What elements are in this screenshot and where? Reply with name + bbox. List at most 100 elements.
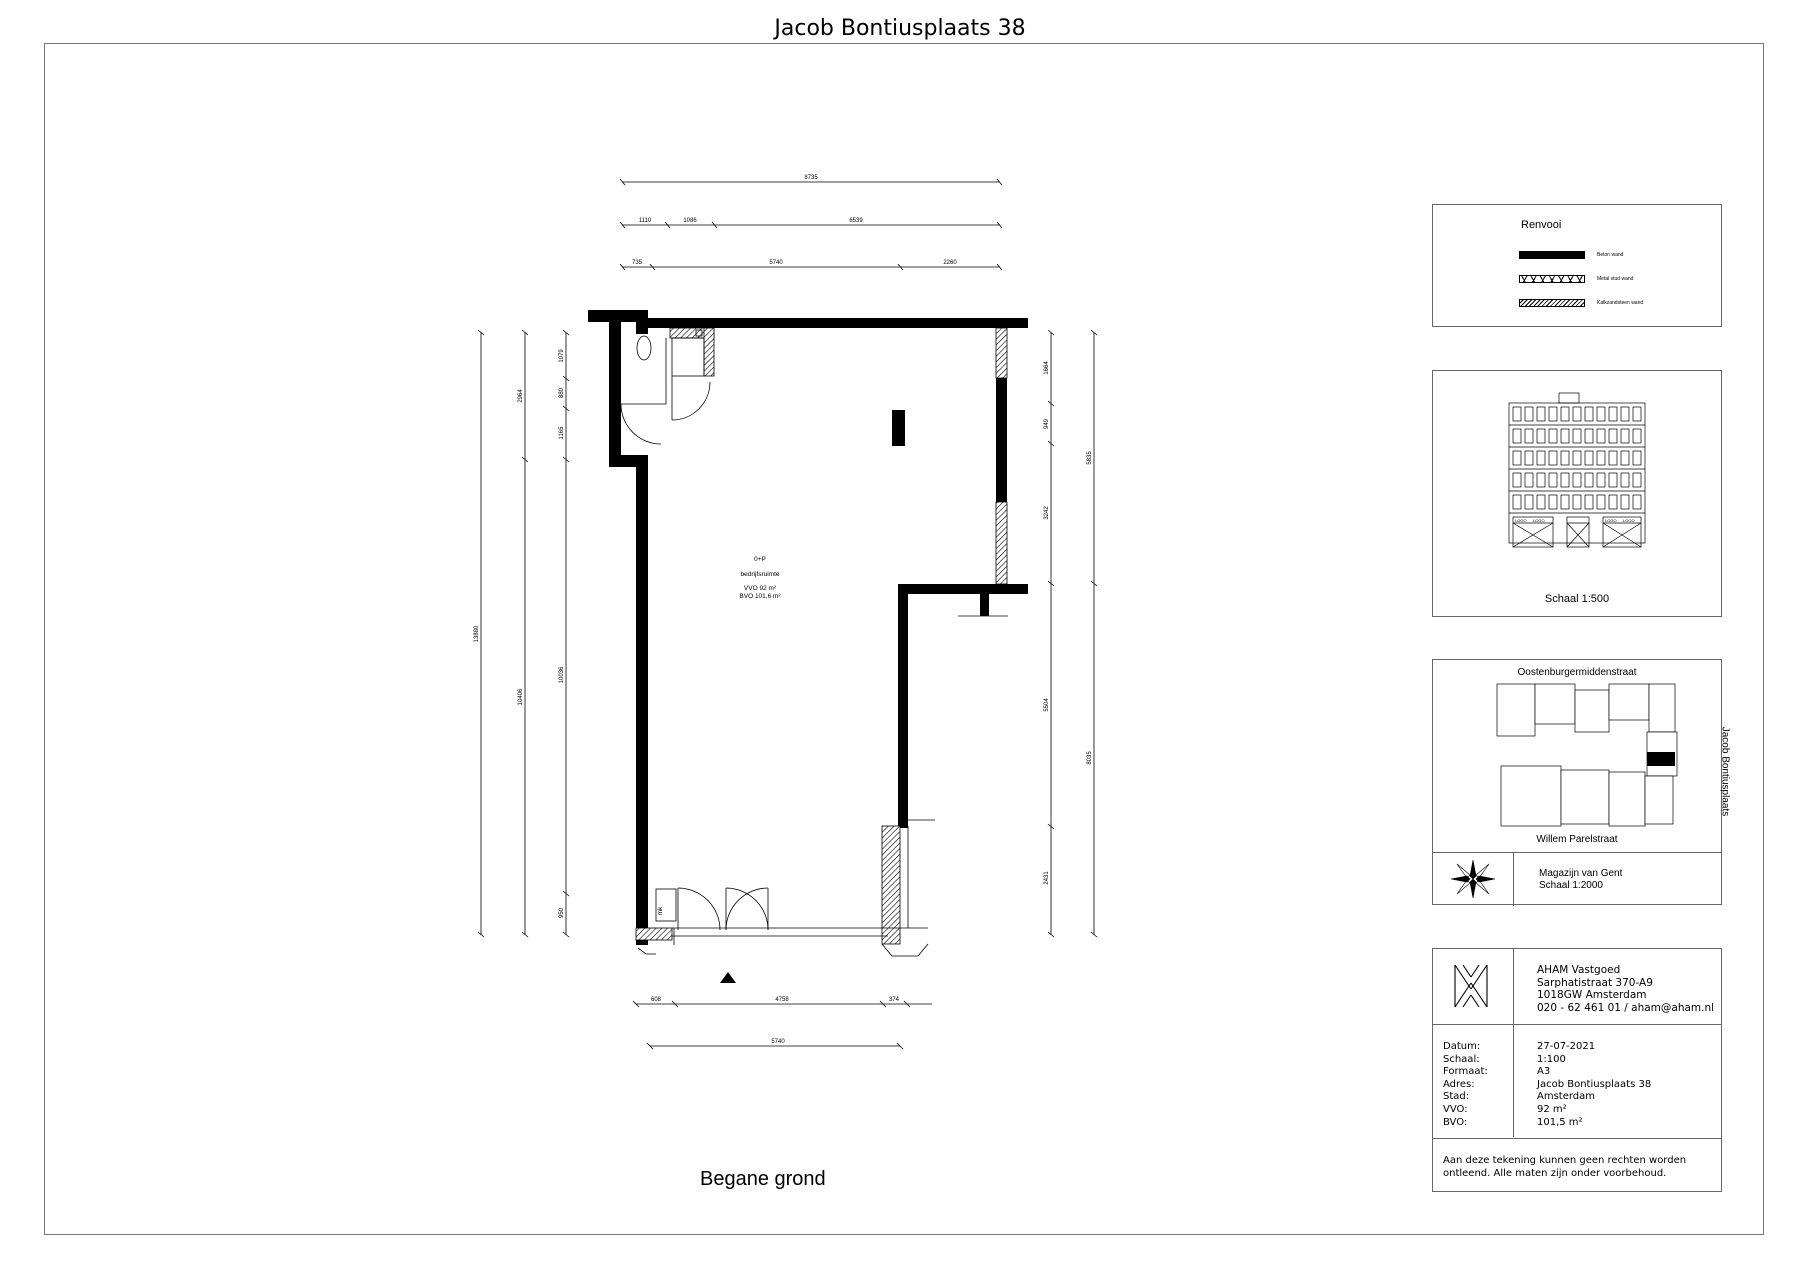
facade-window [1620,494,1630,510]
facade-window [1548,472,1558,488]
dim-left-d: 1165 [559,426,565,440]
legend-panel: Renvooi Beton wand Metal stud wand Kalkz… [1432,204,1722,327]
room-bvo: BVO 101,6 m² [739,593,781,600]
facade-window [1584,428,1594,444]
facade-window [1536,472,1546,488]
facade-door-line [1512,522,1554,548]
facade-window [1548,494,1558,510]
dim-top-f: 2260 [943,260,957,266]
dim-left-b: 1079 [559,349,565,363]
dim-left-e: 10406 [518,688,524,705]
dim-top-b: 1086 [683,218,697,224]
room-vvo: VVO 92 m² [744,585,777,592]
facade-window [1524,450,1534,466]
facade-sign-text: LOGO [1623,518,1635,523]
facade-window [1608,450,1618,466]
field-key: Datum: [1443,1041,1481,1052]
facade-window [1524,472,1534,488]
plan-details [620,329,1008,957]
facade-window [1596,428,1606,444]
walls-concrete [588,310,1028,945]
field-key: Formaat: [1443,1066,1488,1078]
drawing-frame [44,43,1764,1235]
legend-label: Beton wand [1597,252,1624,258]
facade-window [1596,406,1606,422]
facade-window [1608,494,1618,510]
dimension-lines-top [619,178,1003,271]
facade-window [1632,494,1642,510]
disclaimer: Aan deze tekening kunnen geen rechten wo… [1443,1155,1687,1179]
field-value: Jacob Bontiusplaats 38 [1537,1078,1652,1090]
facade-shopfront [1512,516,1554,548]
facade-window [1584,494,1594,510]
site-building-info: Magazijn van Gent Schaal 1:2000 [1539,868,1622,892]
facade-window [1512,406,1522,422]
street-name-right: Jacob Bontiusplaats [1719,726,1731,817]
facade-sign-text: LOGO [1605,518,1617,523]
divider [1513,949,1514,1137]
dim-top-d: 735 [632,260,643,266]
company-line: Sarphatistraat 370-A9 [1537,976,1653,989]
dim-top-a: 1110 [639,218,652,224]
facade-window [1524,406,1534,422]
facade-window [1560,494,1570,510]
facade-window [1536,494,1546,510]
company-line: AHAM Vastgoed [1537,964,1621,976]
facade-window [1620,450,1630,466]
dim-top-c: 6539 [849,218,863,224]
legend-label: Kalkzandsteen wand [1597,300,1644,306]
dimension-lines-right [1047,329,1098,938]
compass-rose-icon [1450,859,1496,899]
facade-window [1620,428,1630,444]
facade-sign-text: LOGO [1515,518,1527,523]
field-key: Adres: [1443,1078,1475,1090]
site-marker [1647,752,1675,766]
facade-window [1632,472,1642,488]
facade-window [1632,450,1642,466]
fixture-label: mk [657,906,664,915]
dim-left-g: 950 [559,907,565,918]
facade-window [1572,406,1582,422]
facade-door-line [1566,522,1590,548]
facade-window [1608,428,1618,444]
facade-window [1512,494,1522,510]
facade-window [1572,472,1582,488]
room-code: 0+P [754,556,766,563]
dim-left-c: 880 [559,387,565,398]
company-address: AHAM Vastgoed Sarphatistraat 370-A9 1018… [1537,964,1714,1014]
facade-window [1560,428,1570,444]
dim-left-total: 13880 [474,625,480,642]
field-value: 101,5 m² [1537,1116,1583,1128]
facade-window [1572,450,1582,466]
dim-left-a: 2964 [518,389,524,403]
facade-door-line [1602,522,1642,548]
facade-window [1560,406,1570,422]
walls-sand-lime [635,327,1008,945]
dimension-lines-left [477,329,570,938]
facade-window [1536,428,1546,444]
dim-right-b: 5835 [1087,451,1093,465]
room-name: bedrijfsruimte [740,571,779,578]
dim-top-total: 8735 [804,175,818,181]
divider [1433,1138,1721,1139]
facade-window [1548,428,1558,444]
field-value: A3 [1537,1066,1551,1078]
facade-window [1548,450,1558,466]
field-key: Stad: [1443,1091,1470,1103]
facade-window [1608,472,1618,488]
dim-bottom-b: 4758 [775,997,789,1003]
facade-window [1512,472,1522,488]
field-value: Amsterdam [1537,1091,1596,1103]
facade-window [1512,450,1522,466]
facade-window [1536,406,1546,422]
facade-window [1512,428,1522,444]
facade-window [1620,406,1630,422]
facade-window [1524,494,1534,510]
facade-window [1584,406,1594,422]
dim-right-e: 5504 [1044,698,1050,712]
divider [1433,852,1721,853]
site-map [1496,683,1678,827]
